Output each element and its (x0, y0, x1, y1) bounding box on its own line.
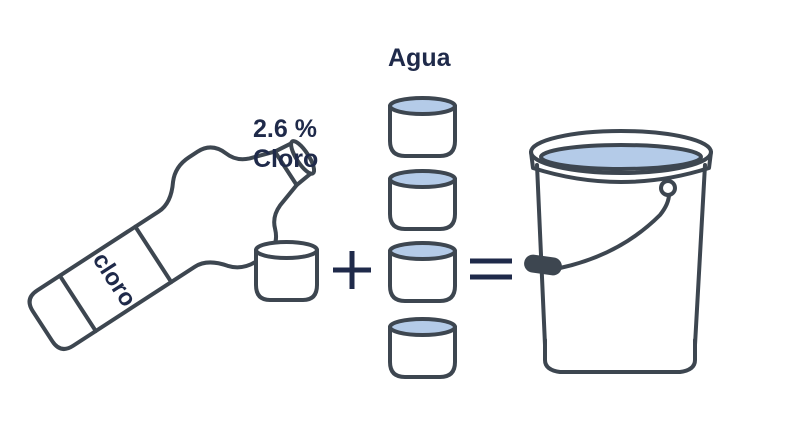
water-cup-4 (388, 317, 457, 379)
bottle-body (27, 145, 299, 351)
bucket-water-surface (539, 143, 703, 171)
bleach-bottle: cloro (27, 139, 317, 351)
bleach-cup-rim (254, 240, 319, 260)
bucket-base (543, 338, 697, 374)
water-cup-2 (388, 169, 457, 231)
equals-sign (470, 258, 512, 280)
bucket-handle-pivot (659, 179, 677, 197)
bleach-cup-body (254, 248, 319, 302)
plus-sign (333, 251, 371, 289)
concentration-label: 2.6 % (253, 115, 317, 143)
bucket-handle-grip (524, 254, 562, 276)
bucket-rim-lower (529, 150, 713, 184)
water-cup-3 (388, 241, 457, 303)
bottle-label-line-left (57, 273, 98, 334)
bottle-label-line-right (133, 224, 174, 285)
water-cup-1 (388, 96, 457, 158)
water-bucket (524, 129, 713, 374)
water-label: Agua (388, 44, 451, 72)
bottle-cap-opening (289, 139, 317, 176)
chlorine-label: Cloro (253, 145, 319, 173)
bucket-body (535, 163, 707, 360)
bleach-cup (254, 240, 319, 302)
